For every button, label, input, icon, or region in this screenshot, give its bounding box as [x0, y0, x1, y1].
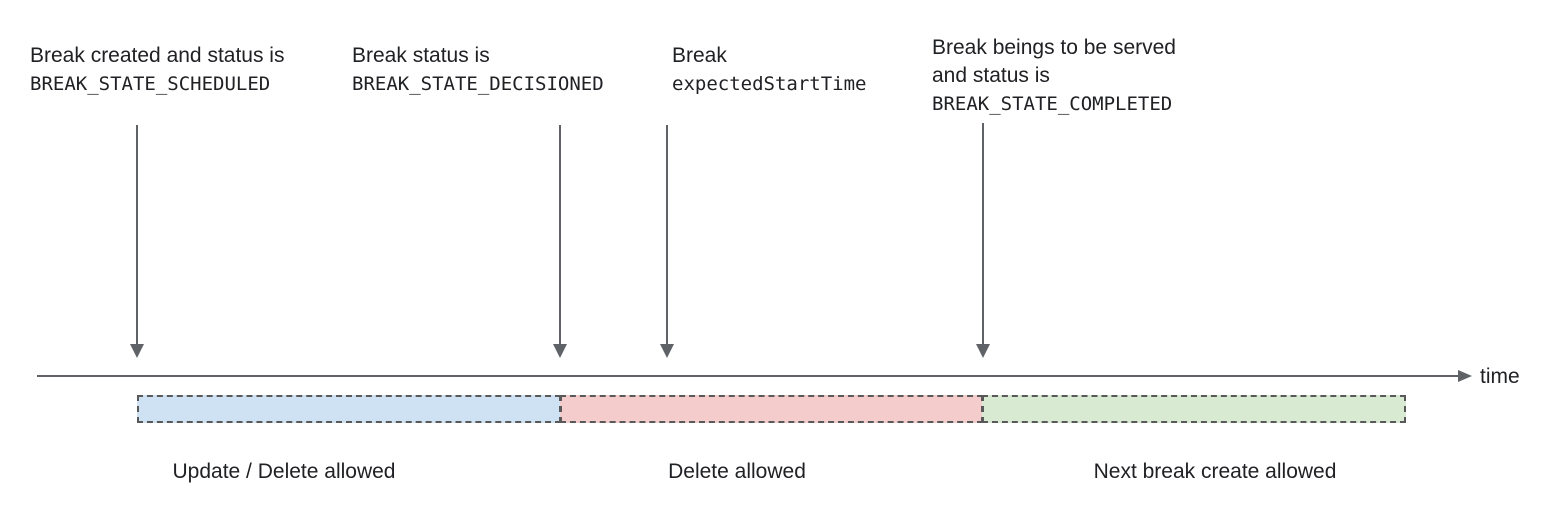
- time-axis-line: [37, 375, 1459, 377]
- down-arrow-icon: [982, 123, 984, 345]
- timeline-segment: [560, 395, 983, 423]
- segment-label-delete: Delete allowed: [668, 460, 806, 483]
- segment-label-update-delete: Update / Delete allowed: [172, 460, 396, 483]
- annotation-completed-text-2: and status is: [932, 64, 1050, 87]
- down-arrow-icon: [559, 125, 561, 345]
- down-arrow-icon: [136, 125, 138, 345]
- annotation-scheduled-code: BREAK_STATE_SCHEDULED: [30, 73, 271, 95]
- annotation-completed-text-1: Break beings to be served: [932, 36, 1176, 59]
- timeline-segment: [982, 395, 1406, 423]
- annotation-decisioned: Break status is BREAK_STATE_DECISIONED: [352, 42, 604, 98]
- down-arrow-icon: [666, 125, 668, 345]
- annotation-scheduled: Break created and status is BREAK_STATE_…: [30, 42, 284, 98]
- annotation-completed: Break beings to be served and status is …: [932, 34, 1176, 118]
- annotation-expected-start-text: Break: [672, 44, 727, 67]
- annotation-decisioned-code: BREAK_STATE_DECISIONED: [352, 73, 604, 95]
- annotation-expected-start-code: expectedStartTime: [672, 73, 867, 95]
- annotation-scheduled-text: Break created and status is: [30, 44, 285, 67]
- annotation-decisioned-text: Break status is: [352, 44, 490, 67]
- annotation-completed-code: BREAK_STATE_COMPLETED: [932, 93, 1173, 115]
- segment-label-next-break: Next break create allowed: [1093, 460, 1337, 483]
- annotation-expected-start: Break expectedStartTime: [672, 42, 866, 98]
- time-axis-arrowhead-icon: [1458, 370, 1472, 382]
- time-axis-label: time: [1480, 365, 1520, 388]
- timeline-segment: [137, 395, 561, 423]
